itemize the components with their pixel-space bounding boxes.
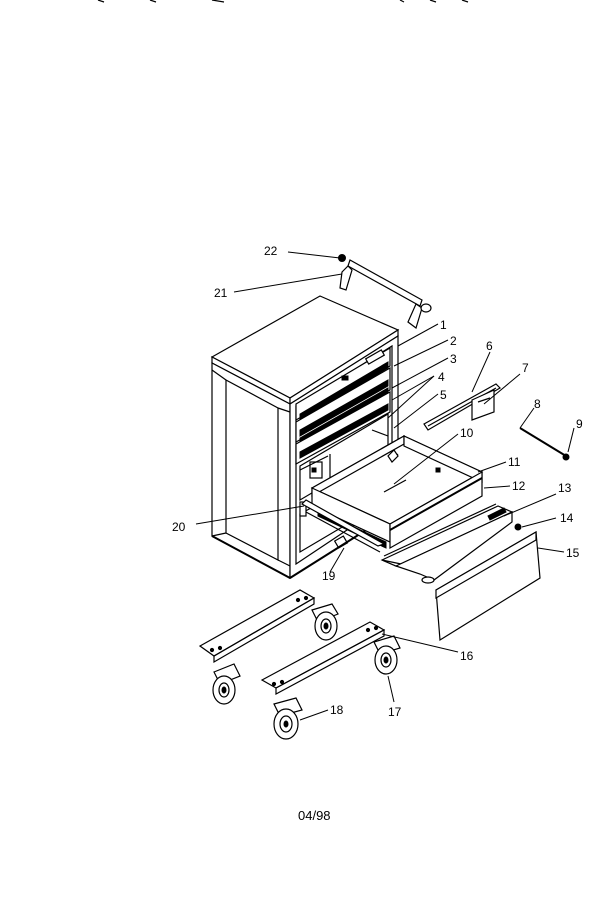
top-edge-marks: [97, 0, 469, 3]
caster-4: [273, 697, 303, 740]
callout-10: 10: [460, 426, 474, 440]
date-code: 04/98: [298, 808, 331, 823]
callout-20: 20: [172, 520, 186, 534]
drawer: [301, 434, 484, 553]
callout-8: 8: [534, 397, 541, 411]
callout-14: 14: [560, 511, 574, 525]
callout-17: 17: [388, 705, 402, 719]
rod-end-cap: [562, 453, 570, 461]
callout-3: 3: [450, 352, 457, 366]
caster-plates: [198, 589, 386, 696]
callout-1: 1: [440, 318, 447, 332]
callout-6: 6: [486, 339, 493, 353]
callout-7: 7: [522, 361, 529, 375]
drawer-rod: [519, 427, 567, 457]
front-screw: [514, 523, 522, 531]
drawer-slide: [301, 499, 386, 547]
drawer-slide-parts: [423, 383, 570, 461]
callout-22: 22: [264, 244, 278, 258]
callout-2: 2: [450, 334, 457, 348]
callout-labels: 22 21 1 2 3 4 5 6 7 8 9 10 11 12 13 14 1…: [172, 244, 583, 719]
callout-16: 16: [460, 649, 474, 663]
callout-13: 13: [558, 481, 572, 495]
caster-2: [212, 663, 241, 705]
caster-3: [373, 635, 401, 675]
slide-bracket: [471, 389, 495, 421]
callout-11: 11: [508, 455, 521, 469]
callout-9: 9: [576, 417, 583, 431]
callout-12: 12: [512, 479, 526, 493]
callout-21: 21: [214, 286, 228, 300]
callout-15: 15: [566, 546, 580, 560]
leader-lines: [195, 251, 575, 721]
top-handle: [338, 254, 432, 329]
callout-5: 5: [440, 388, 447, 402]
drawer-front-panel-parts: [380, 503, 541, 642]
caster-1: [311, 603, 339, 641]
callout-4: 4: [438, 370, 445, 384]
casters: [212, 603, 401, 740]
callout-19: 19: [322, 569, 336, 583]
callout-18: 18: [330, 703, 344, 717]
